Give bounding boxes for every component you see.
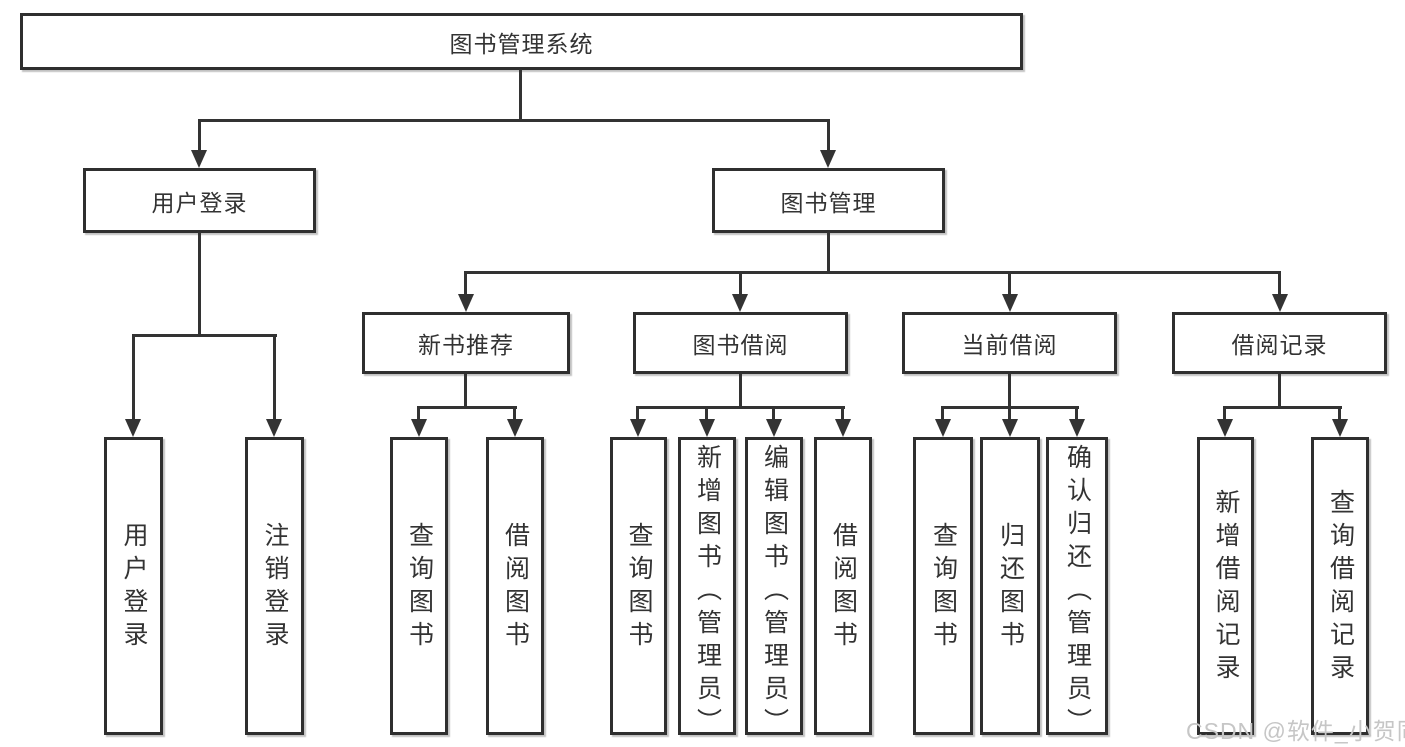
connector-line [1338, 406, 1341, 421]
leaf-query-books-recommend: 查询图书 [390, 437, 448, 735]
arrow-down-icon [125, 419, 141, 437]
connector-line [519, 69, 522, 120]
leaf-confirm-return-admin: 确认归还（管理员） [1046, 437, 1108, 741]
node-user-login-branch: 用户登录 [83, 168, 316, 233]
connector-line [637, 406, 845, 409]
connector-line [132, 334, 135, 421]
connector-line [827, 232, 830, 274]
arrow-down-icon [1217, 419, 1233, 437]
connector-line [1075, 406, 1078, 421]
node-new-book-recommend: 新书推荐 [362, 312, 570, 374]
connector-line [739, 374, 742, 408]
connector-line [941, 406, 944, 421]
leaf-add-books-admin: 新增图书（管理员） [678, 437, 736, 741]
arrow-down-icon [1002, 294, 1018, 312]
connector-line [772, 406, 775, 421]
arrow-down-icon [266, 419, 282, 437]
arrow-down-icon [835, 419, 851, 437]
connector-line [1008, 406, 1011, 421]
arrow-down-icon [1002, 419, 1018, 437]
connector-line [198, 232, 201, 336]
connector-line [464, 271, 467, 296]
connector-line [417, 406, 420, 421]
connector-line [827, 119, 830, 152]
leaf-query-books-current: 查询图书 [913, 437, 973, 735]
node-borrowing-records: 借阅记录 [1172, 312, 1387, 374]
node-book-borrowing: 图书借阅 [633, 312, 848, 374]
connector-line [1278, 271, 1281, 296]
connector-line [705, 406, 708, 421]
arrow-down-icon [411, 419, 427, 437]
arrow-down-icon [1069, 419, 1085, 437]
connector-line [1008, 374, 1011, 408]
leaf-borrow-books: 借阅图书 [814, 437, 872, 735]
arrow-down-icon [191, 150, 207, 168]
connector-line [132, 334, 277, 337]
node-current-borrowing: 当前借阅 [902, 312, 1117, 374]
arrow-down-icon [458, 294, 474, 312]
arrow-down-icon [1332, 419, 1348, 437]
connector-line [513, 406, 516, 421]
node-book-management-branch: 图书管理 [712, 168, 945, 233]
connector-line [1278, 374, 1281, 408]
leaf-user-login: 用户登录 [104, 437, 163, 735]
connector-line [273, 334, 276, 421]
leaf-edit-books-admin: 编辑图书（管理员） [745, 437, 803, 741]
arrow-down-icon [732, 294, 748, 312]
leaf-return-books: 归还图书 [980, 437, 1040, 735]
connector-line [465, 271, 1281, 274]
csdn-watermark: CSDN @软件_小贺同学 [1186, 718, 1405, 744]
connector-line [418, 406, 517, 409]
arrow-down-icon [1272, 294, 1288, 312]
connector-line [198, 119, 201, 152]
leaf-query-books-borrowing: 查询图书 [610, 437, 667, 735]
connector-line [464, 374, 467, 408]
arrow-down-icon [820, 150, 836, 168]
connector-line [1224, 406, 1342, 409]
arrow-down-icon [699, 419, 715, 437]
leaf-logout: 注销登录 [245, 437, 304, 735]
leaf-borrow-books-recommend: 借阅图书 [486, 437, 544, 735]
arrow-down-icon [507, 419, 523, 437]
arrow-down-icon [766, 419, 782, 437]
connector-line [1223, 406, 1226, 421]
connector-line [841, 406, 844, 421]
connector-line [198, 119, 830, 122]
connector-line [739, 271, 742, 296]
arrow-down-icon [630, 419, 646, 437]
node-library-system: 图书管理系统 [20, 13, 1023, 70]
arrow-down-icon [935, 419, 951, 437]
leaf-add-borrow-record: 新增借阅记录 [1197, 437, 1254, 735]
leaf-query-borrow-record: 查询借阅记录 [1311, 437, 1369, 735]
connector-line [1008, 271, 1011, 296]
connector-line [636, 406, 639, 421]
